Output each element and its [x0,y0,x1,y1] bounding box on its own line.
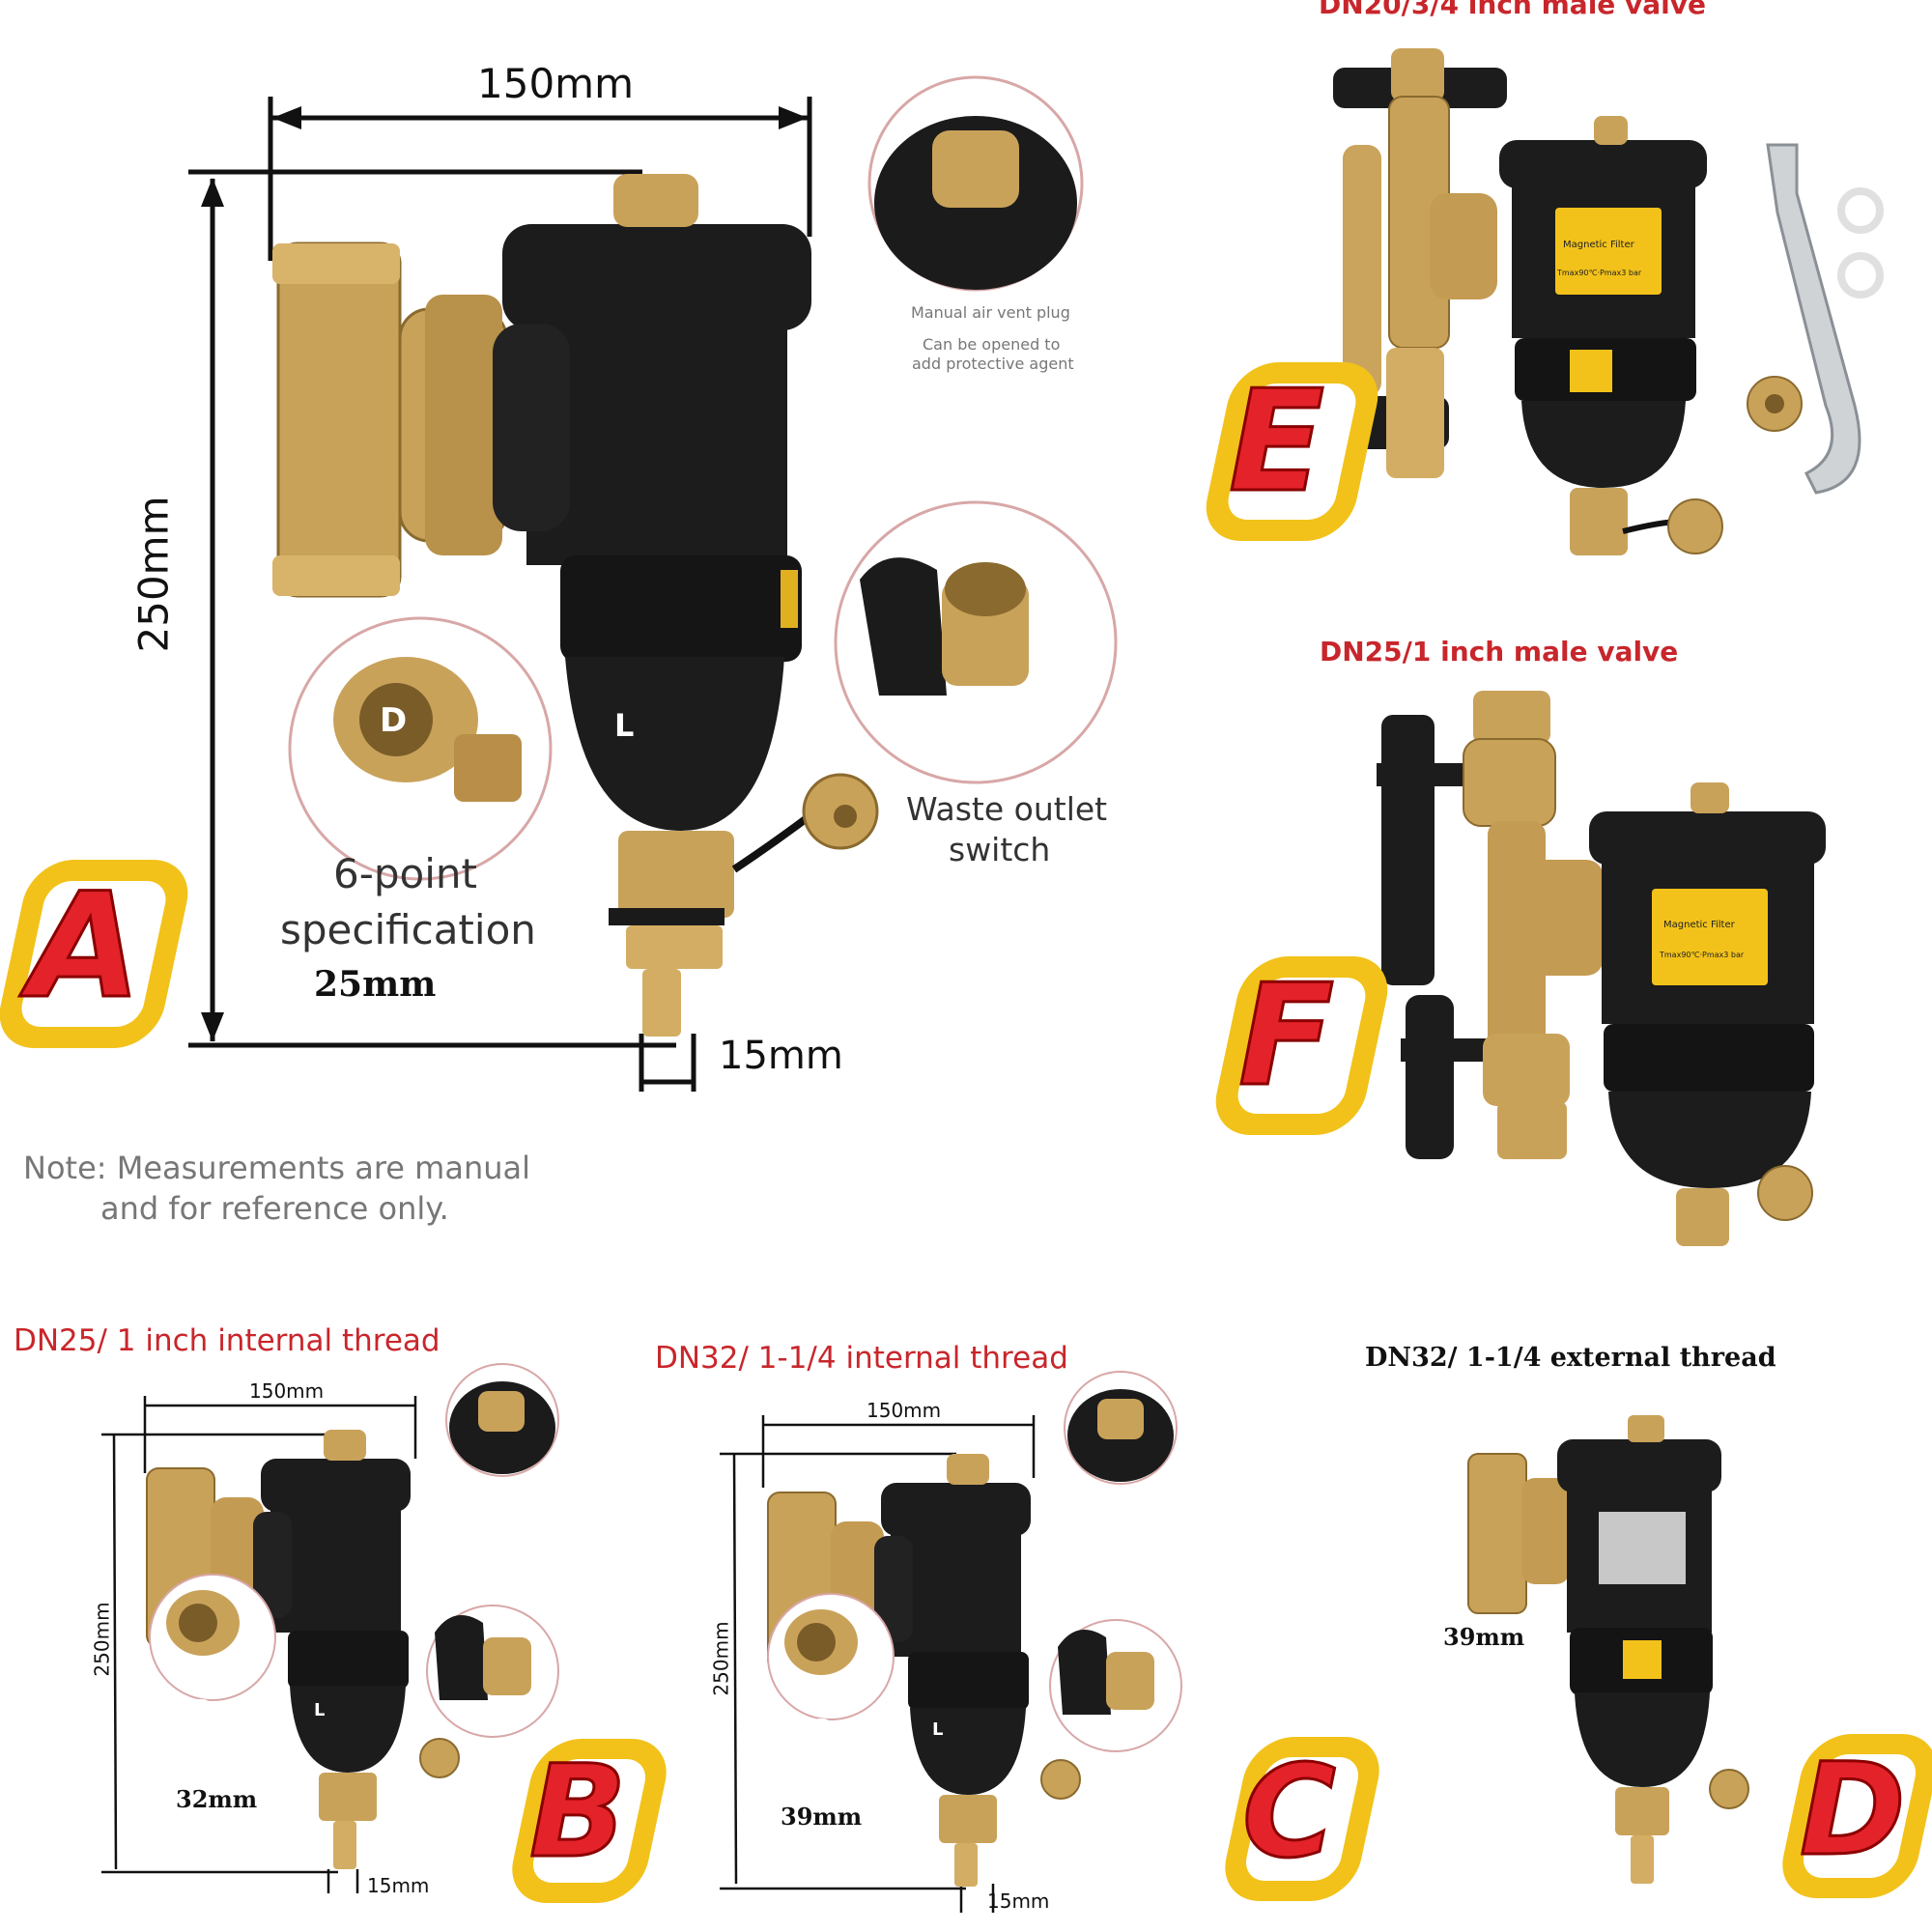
panel-d-title: DN32/ 1-1/4 external thread [1365,1343,1776,1373]
panel-c-outlet-label: 15mm [987,1889,1050,1913]
panel-e-title: DN20/3/4 inch male valve [1319,0,1707,20]
waste-callout-line-2: switch [949,831,1051,868]
panel-e-filter-label-1: Magnetic Filter [1563,240,1634,250]
body-letter: L [614,707,635,744]
waste-callout-line-1: Waste outlet [906,790,1108,828]
panel-c-letter-l: L [932,1719,944,1740]
panel-c-width-label: 150mm [867,1399,942,1422]
panel-b-title: DN25/ 1 inch internal thread [14,1323,440,1358]
panel-d: DN32/ 1-1/4 external thread 39mm D [1352,1333,1932,1932]
panel-c-title: DN32/ 1-1/4 internal thread [655,1341,1068,1376]
panel-f-title: DN25/1 inch male valve [1320,636,1679,668]
panel-b-letter-d: D [196,1696,211,1717]
panel-b: DN25/ 1 inch internal thread [0,1314,663,1932]
panel-b-letter-l: L [314,1700,326,1720]
panel-c-height-label: 250mm [709,1621,733,1696]
panel-c-thread-label: 39mm [781,1803,863,1831]
dimension-lines-c [720,1371,1182,1913]
panel-d-thread-label: 39mm [1443,1623,1525,1651]
panel-f: DN25/1 inch male valve Magnetic Filter T… [1198,628,1932,1246]
panel-a: 150mm 250mm 15mm [0,0,1159,1256]
dimension-lines-b [101,1363,559,1893]
panel-b-thread-label: 32mm [176,1785,258,1813]
thread-dimension-label: 25mm [314,964,437,1005]
vent-callout-title: Manual air vent plug [911,303,1070,322]
filter-external-thread-image [1467,1415,1749,1884]
vent-callout-desc-1: Can be opened to [923,335,1061,354]
width-dimension-label: 150mm [477,60,634,107]
note-line-2: and for reference only. [100,1190,449,1227]
badge-a-letter: A [27,863,142,1031]
panel-e: DN20/3/4 inch male valve Magnetic Filter… [1198,0,1932,599]
filter-valve-kit-image [1323,48,1884,555]
thread-callout-line-2: specification [280,906,536,953]
outlet-dimension-label: 15mm [719,1034,843,1078]
panel-c-letter-d: D [816,1716,831,1736]
panel-f-filter-label-1: Magnetic Filter [1663,920,1735,930]
filter-product-image [272,75,1118,1037]
panel-c: DN32/ 1-1/4 internal thread [638,1333,1314,1932]
filter-valve-kit-image-f [1377,691,1826,1246]
panel-e-filter-label-2: Tmax90℃·Pmax3 bar [1557,269,1642,277]
panel-f-filter-label-2: Tmax90℃·Pmax3 bar [1660,951,1745,959]
note-line-1: Note: Measurements are manual [23,1150,530,1186]
vent-callout-desc-2: add protective agent [912,355,1074,373]
thread-callout-letter: D [380,701,408,740]
thread-callout-line-1: 6-point [333,850,477,897]
badge-b-letter: B [528,1738,629,1887]
badge-f-letter: F [1236,954,1335,1118]
dimension-lines-a [188,97,812,1092]
badge-e-letter: E [1227,360,1325,524]
badge-c-letter: C [1241,1738,1338,1887]
panel-b-width-label: 150mm [249,1379,325,1403]
panel-b-outlet-label: 15mm [367,1874,430,1897]
panel-b-height-label: 250mm [90,1602,114,1677]
badge-d-letter: D [1799,1736,1908,1885]
